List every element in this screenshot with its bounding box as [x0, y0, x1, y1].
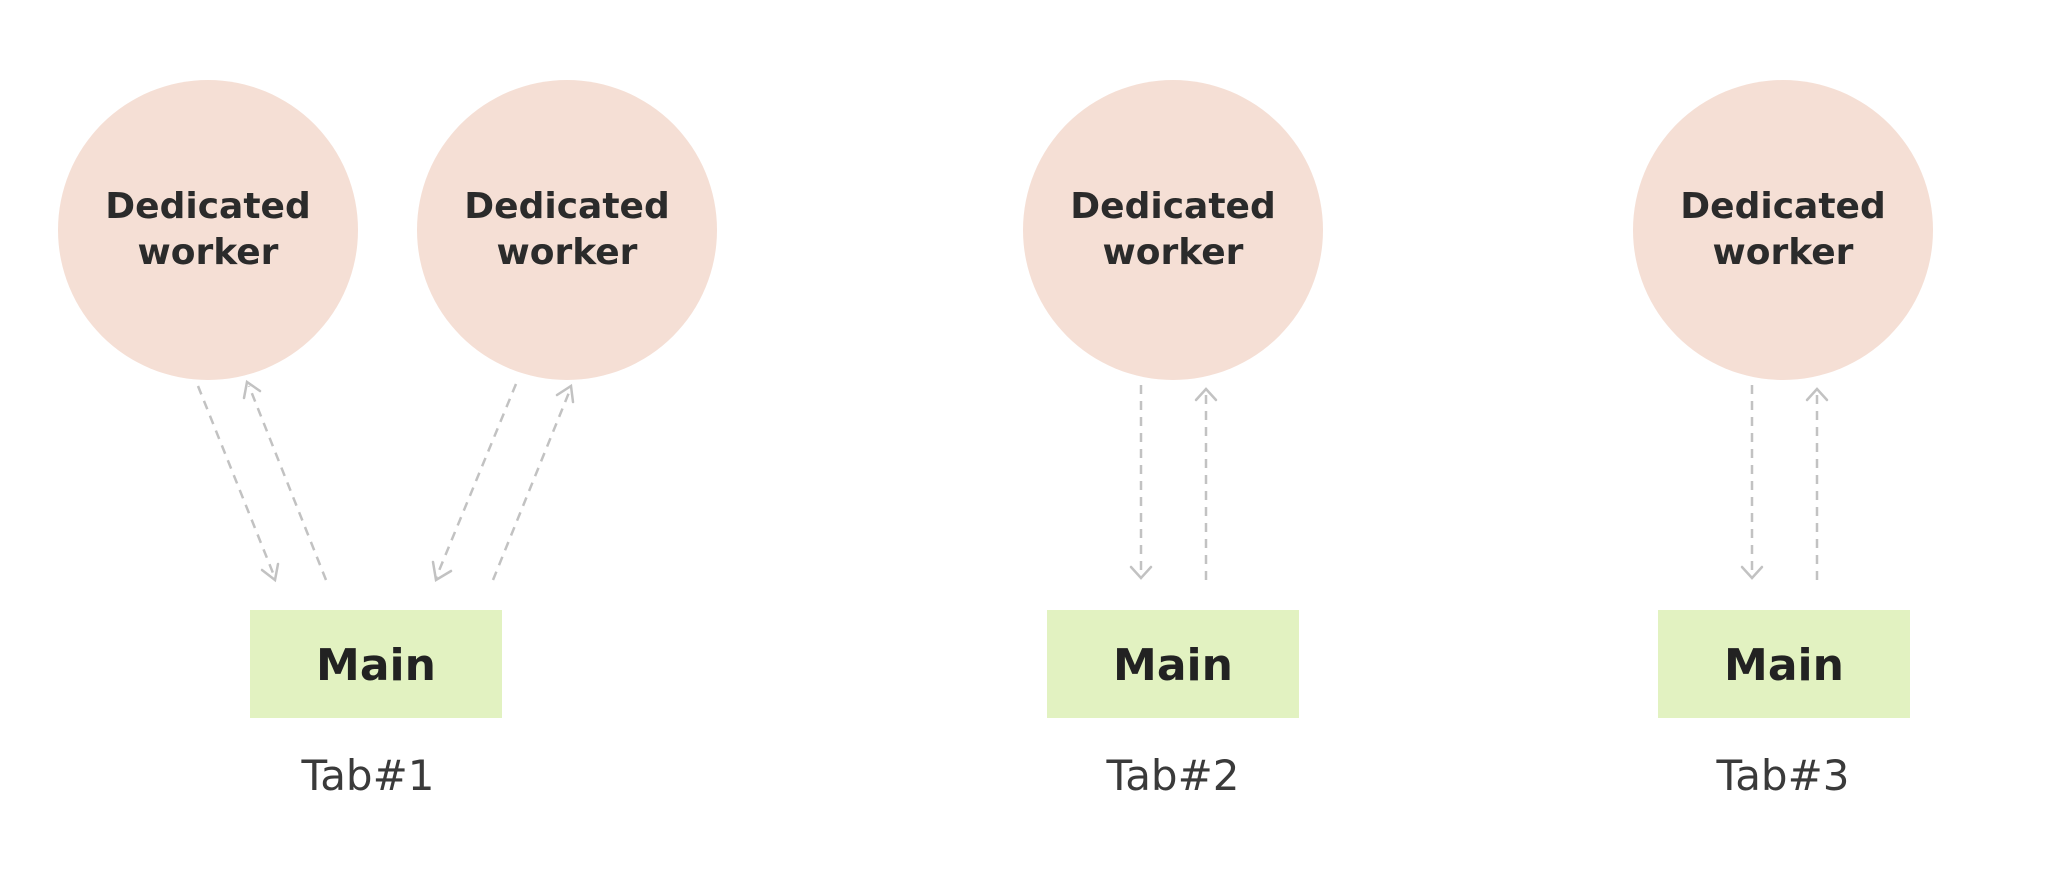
- arrow-worker1-to-main1: [196, 385, 280, 583]
- worker-label-line1: Dedicated: [464, 186, 669, 227]
- worker-circle: [1023, 80, 1323, 380]
- arrow-main1-to-worker2: [491, 383, 575, 581]
- main-box-3: Main: [1658, 610, 1910, 718]
- worker-label-line1: Dedicated: [1070, 186, 1275, 227]
- worker-label-line2: worker: [1103, 232, 1244, 273]
- worker-label-line2: worker: [1713, 232, 1854, 273]
- main-box-1: Main: [250, 610, 502, 718]
- worker-label-line2: worker: [138, 232, 279, 273]
- main-box-2: Main: [1047, 610, 1299, 718]
- arrow-main1-to-worker1: [242, 379, 328, 581]
- worker-node-4: Dedicated worker: [1633, 80, 1933, 380]
- tab-label-3: Tab#3: [1715, 751, 1849, 800]
- main-rect: [250, 610, 502, 718]
- worker-node-3: Dedicated worker: [1023, 80, 1323, 380]
- tab-label-2: Tab#2: [1105, 751, 1239, 800]
- worker-node-1: Dedicated worker: [58, 80, 358, 380]
- tab-label-1: Tab#1: [300, 751, 434, 800]
- arrow-worker4-to-main3: [1740, 385, 1764, 580]
- worker-node-2: Dedicated worker: [417, 80, 717, 380]
- worker-circle: [417, 80, 717, 380]
- worker-label-line2: worker: [497, 232, 638, 273]
- arrow-worker2-to-main1: [431, 383, 518, 583]
- worker-circle: [1633, 80, 1933, 380]
- main-label: Main: [1113, 640, 1233, 691]
- main-label: Main: [316, 640, 436, 691]
- arrow-main3-to-worker4: [1805, 387, 1829, 580]
- arrow-main2-to-worker3: [1194, 387, 1218, 580]
- worker-label-line1: Dedicated: [1680, 186, 1885, 227]
- main-rect: [1047, 610, 1299, 718]
- worker-label-line1: Dedicated: [105, 186, 310, 227]
- worker-circle: [58, 80, 358, 380]
- main-label: Main: [1724, 640, 1844, 691]
- arrow-worker3-to-main2: [1129, 385, 1153, 580]
- main-rect: [1658, 610, 1910, 718]
